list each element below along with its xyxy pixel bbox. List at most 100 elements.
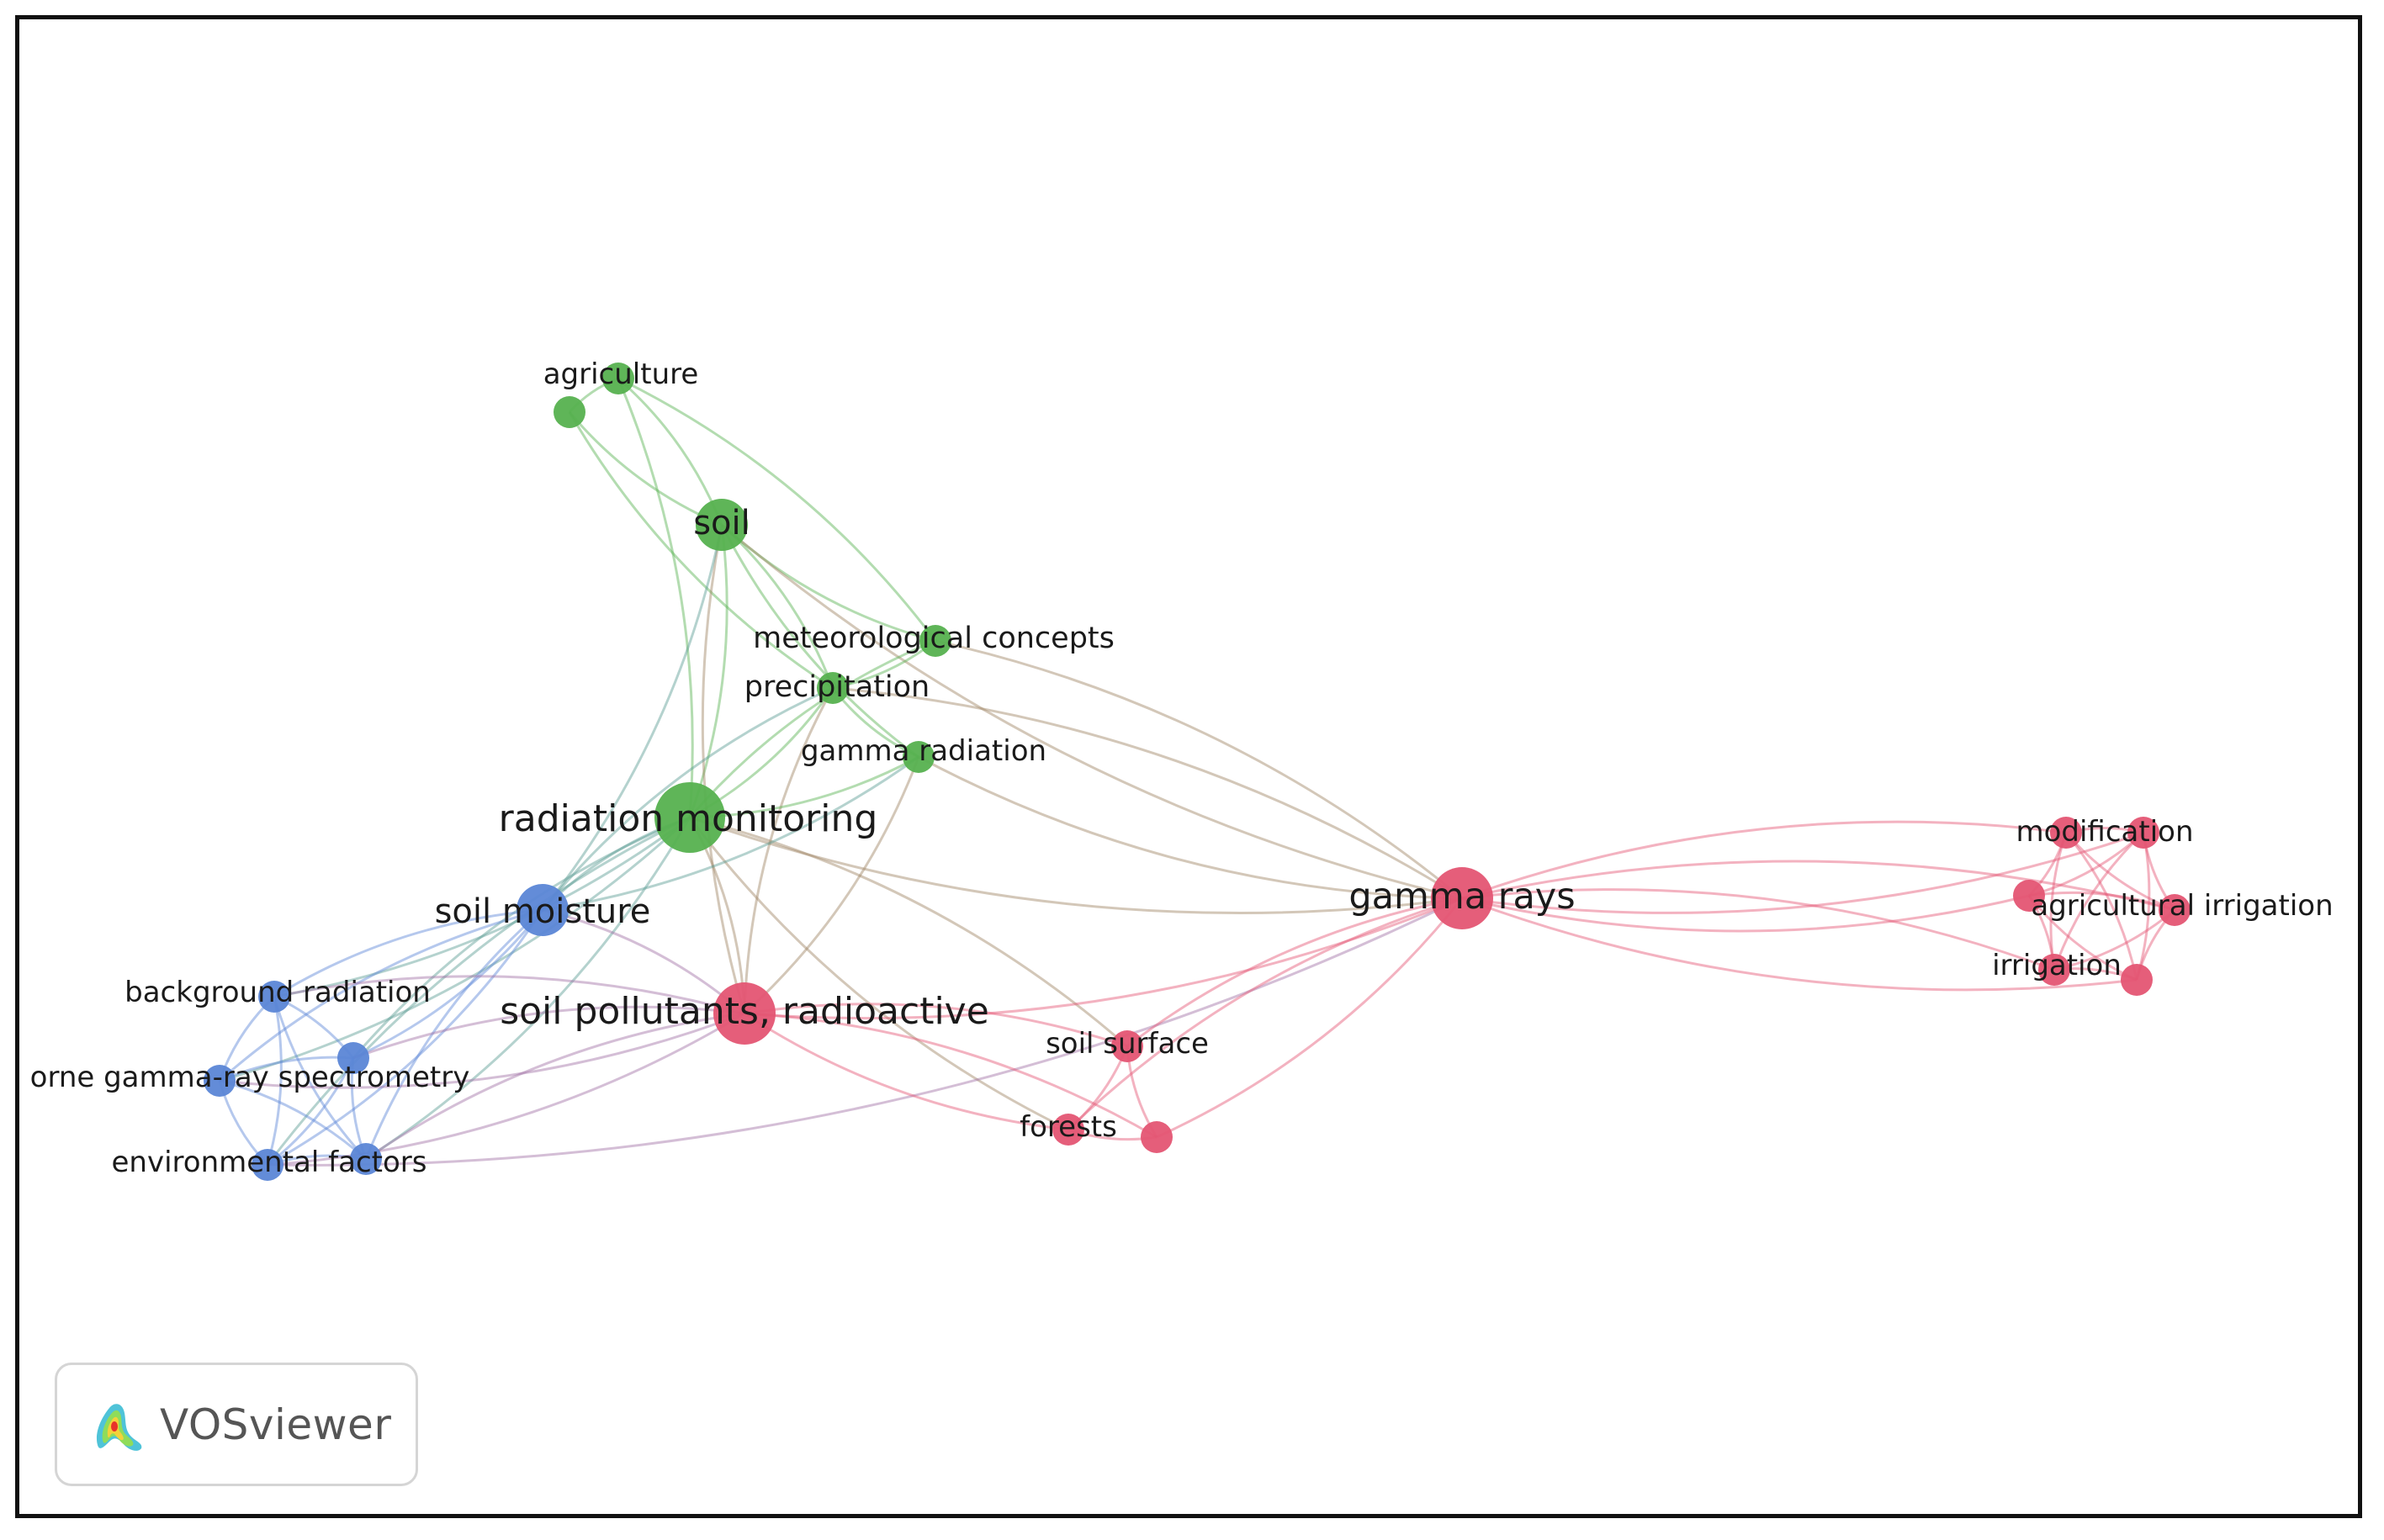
network-link	[688, 524, 728, 818]
network-link	[2053, 831, 2145, 971]
node-label-gamma-radiation: gamma radiation	[801, 734, 1046, 768]
node-label-forests: forests	[1020, 1110, 1117, 1144]
network-node-blue-bottom[interactable]	[350, 1143, 382, 1175]
vosviewer-logo-icon	[96, 1403, 142, 1451]
network-link	[744, 1012, 1158, 1139]
labels-layer: agriculture soil meteorological concepts pr…	[30, 357, 2334, 1179]
network-link	[743, 756, 920, 1015]
network-link	[219, 1056, 354, 1082]
network-link	[720, 524, 919, 759]
network-node-precipitation[interactable]	[817, 672, 849, 704]
network-link	[720, 523, 936, 643]
network-node-gamma-rays[interactable]	[1431, 867, 1493, 929]
network-link	[1461, 860, 2175, 912]
node-label-soil-surface: soil surface	[1046, 1027, 1209, 1061]
network-link	[365, 1012, 745, 1161]
network-link	[1067, 897, 1463, 1131]
network-node-modification[interactable]	[2050, 817, 2082, 849]
network-link	[688, 639, 936, 818]
network-node-soil-surface[interactable]	[1111, 1030, 1143, 1062]
network-link	[541, 524, 723, 911]
nodes-layer	[204, 363, 2191, 1181]
network-node-irr2[interactable]	[2121, 964, 2153, 996]
network-link	[266, 816, 691, 1166]
network-link	[352, 1005, 745, 1060]
network-link	[273, 975, 745, 1015]
network-link	[219, 1012, 745, 1089]
network-node-radiation-monitoring[interactable]	[654, 782, 725, 853]
network-node-environmental-factors[interactable]	[252, 1149, 283, 1181]
node-label-radiation-monitoring: radiation monitoring	[499, 797, 878, 840]
network-link	[273, 908, 543, 998]
network-link	[1461, 831, 2144, 914]
network-link	[617, 377, 723, 526]
network-node-blue-mid[interactable]	[337, 1042, 369, 1074]
network-node-background-radiation[interactable]	[258, 981, 290, 1013]
vosviewer-badge-text: VOSviewer	[160, 1400, 392, 1449]
network-link	[617, 377, 937, 642]
node-label-agriculture: agriculture	[543, 357, 699, 391]
network-link	[2049, 832, 2068, 971]
network-link	[2064, 832, 2138, 981]
network-link	[352, 816, 691, 1059]
network-node-forests[interactable]	[1052, 1114, 1084, 1146]
network-node-forest2[interactable]	[1141, 1121, 1173, 1153]
network-link	[267, 897, 1463, 1167]
node-label-agricultural-irrigation: agricultural irrigation	[2031, 889, 2333, 923]
vosviewer-badge: VOSviewer	[55, 1363, 418, 1486]
network-node-soil-moisture[interactable]	[517, 884, 569, 936]
network-node-irr-left[interactable]	[2013, 880, 2045, 912]
network-link	[365, 817, 691, 1161]
network-node-agricultural-irrigation[interactable]	[2159, 894, 2191, 926]
network-link	[2027, 895, 2138, 982]
node-label-gamma-rays: gamma rays	[1348, 876, 1575, 918]
network-link	[1126, 897, 1463, 1048]
network-link	[267, 1057, 355, 1167]
node-label-precipitation: precipitation	[744, 670, 930, 704]
network-link	[744, 897, 1463, 1020]
network-link	[1156, 897, 1464, 1139]
network-node-agri2[interactable]	[554, 396, 585, 428]
network-link	[688, 817, 1069, 1131]
network-node-meteorological-concepts[interactable]	[919, 625, 951, 657]
network-node-soil[interactable]	[696, 499, 748, 551]
node-label-soil-pollutants: soil pollutants, radioactive	[500, 990, 989, 1033]
node-label-meteorological-concepts: meteorological concepts	[753, 622, 1115, 655]
network-node-agriculture[interactable]	[602, 363, 634, 394]
network-link	[689, 816, 1463, 915]
network-link	[2028, 891, 2175, 912]
node-label-airborne-spectrometry: orne gamma-ray spectrometry	[30, 1061, 470, 1094]
network-link	[542, 755, 919, 912]
network-link	[1461, 820, 2067, 900]
network-link	[701, 524, 746, 1014]
network-link	[219, 908, 543, 1082]
network-link	[568, 411, 834, 690]
node-label-environmental-factors: environmental factors	[112, 1146, 427, 1179]
network-node-gamma-radiation[interactable]	[903, 741, 935, 773]
network-link	[219, 1079, 367, 1161]
network-link	[918, 755, 1463, 900]
network-link	[267, 1012, 745, 1167]
network-link	[541, 686, 834, 911]
node-label-irrigation: irrigation	[1992, 949, 2122, 982]
network-link	[617, 378, 694, 818]
network-link	[1461, 894, 2030, 933]
node-label-modification: modification	[2016, 815, 2193, 849]
network-link	[743, 687, 834, 1014]
network-link	[273, 816, 691, 998]
network-link	[832, 686, 1463, 900]
network-node-soil-pollutants[interactable]	[713, 982, 776, 1045]
network-node-airborne-spectrometry[interactable]	[204, 1065, 236, 1097]
network-link	[744, 1003, 1128, 1048]
node-label-soil: soil	[693, 504, 750, 542]
network-link	[273, 996, 368, 1161]
network-node-mod2[interactable]	[2127, 817, 2159, 849]
network-link	[935, 639, 1463, 900]
network-link	[2135, 832, 2151, 981]
diagram-frame	[15, 15, 2362, 1518]
network-link	[364, 908, 543, 1160]
network-link	[266, 996, 283, 1166]
network-node-irrigation[interactable]	[2038, 954, 2070, 986]
node-label-soil-moisture: soil moisture	[435, 892, 651, 931]
